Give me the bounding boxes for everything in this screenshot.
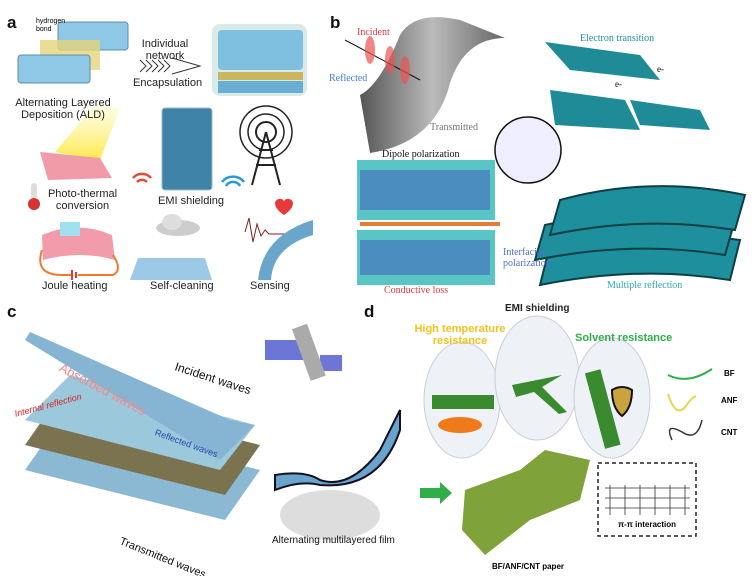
shielding-sheet: [360, 17, 505, 154]
multilayer-film: [274, 409, 401, 492]
joule-heating-film: [39, 222, 119, 280]
paper-stack: [462, 450, 590, 555]
pi-pi-inset: [597, 462, 697, 537]
reflected-label: Reflected: [329, 73, 368, 84]
panel-c-label: c: [7, 302, 17, 321]
photothermal-label: Photo-thermal conversion: [47, 188, 118, 213]
bf-film-branch: [512, 375, 567, 414]
emi-shielding-label: EMI shielding: [158, 195, 225, 207]
legend-anf: ANF: [721, 396, 738, 405]
incident-wave: [344, 36, 421, 84]
sensing-arc: [258, 220, 313, 280]
legend-anf-line: [667, 393, 697, 412]
wifi-blocked-icon: [132, 172, 152, 183]
sensing-signal: [244, 217, 299, 243]
paper-label: BF/ANF/CNT paper: [492, 562, 564, 571]
multilayer-stack: [533, 185, 747, 287]
photothermal-film: [40, 152, 112, 180]
electron-transition-label: Electron transition: [580, 33, 655, 44]
molecule-inset: [494, 116, 562, 184]
wifi-icon: [221, 175, 245, 187]
film-label: Alternating multilayered film: [272, 535, 395, 546]
emi-film: [161, 107, 213, 191]
individual-network-label: Individual network: [141, 38, 189, 63]
encapsulation-label: Encapsulation: [133, 77, 203, 89]
joule-heating-label: Joule heating: [42, 280, 108, 292]
encapsulation-arrow-icon: [139, 57, 202, 75]
flame: [438, 417, 482, 433]
cloud-icon: [156, 214, 200, 236]
emi-shielding-title: EMI shielding: [505, 303, 570, 314]
high-temperature-label: High temperature resistance: [414, 323, 506, 348]
satellite-icon: [265, 323, 342, 381]
multiple-reflection-label: Multiple reflection: [607, 280, 683, 291]
green-arrow: [420, 482, 452, 504]
panel-a-label: a: [7, 13, 17, 32]
electron-flakes: [545, 42, 710, 130]
sensing-label: Sensing: [250, 280, 290, 292]
panel-b-label: b: [330, 13, 341, 32]
interfacial-polarization-label: Interfacial polarization: [503, 247, 551, 269]
self-cleaning-film: [130, 258, 212, 280]
legend-bf: BF: [724, 369, 735, 378]
bf-film-solvent: [584, 369, 621, 449]
carbon-lattice: [605, 485, 690, 515]
heart-icon: [275, 198, 293, 215]
incident-label: Incident: [357, 27, 390, 38]
self-cleaning-label: Self-cleaning: [150, 280, 214, 292]
thermometer-icon: [28, 183, 40, 210]
encapsulated-film: [212, 24, 307, 96]
conductive-loss-label: Conductive loss: [384, 285, 449, 296]
light-beam: [55, 105, 120, 160]
transmitted-label: Transmitted: [430, 122, 478, 133]
film-shadow: [280, 490, 380, 540]
panel-d-label: d: [364, 302, 375, 321]
legend-cnt: CNT: [721, 428, 738, 437]
electron-label: e-: [657, 64, 664, 74]
legend-cnt-line: [668, 419, 703, 441]
tower-icon: [239, 105, 293, 186]
bf-film-heat: [432, 395, 494, 409]
ald-layers: [17, 21, 129, 84]
shield-icon: [610, 386, 634, 418]
layered-composite: [25, 332, 260, 520]
dipole-polarization-label: Dipole polarization: [382, 149, 460, 160]
lattice: [357, 160, 500, 285]
pi-pi-label: π-π interaction: [618, 520, 677, 529]
solvent-resistance-label: Solvent resistance: [575, 332, 673, 344]
legend-bf-line: [667, 368, 713, 380]
ald-label: Alternating Layered Deposition (ALD): [15, 97, 111, 122]
electron-label: e-: [615, 79, 622, 89]
hydrogen-bond-label: hydrogen bond: [36, 18, 66, 33]
